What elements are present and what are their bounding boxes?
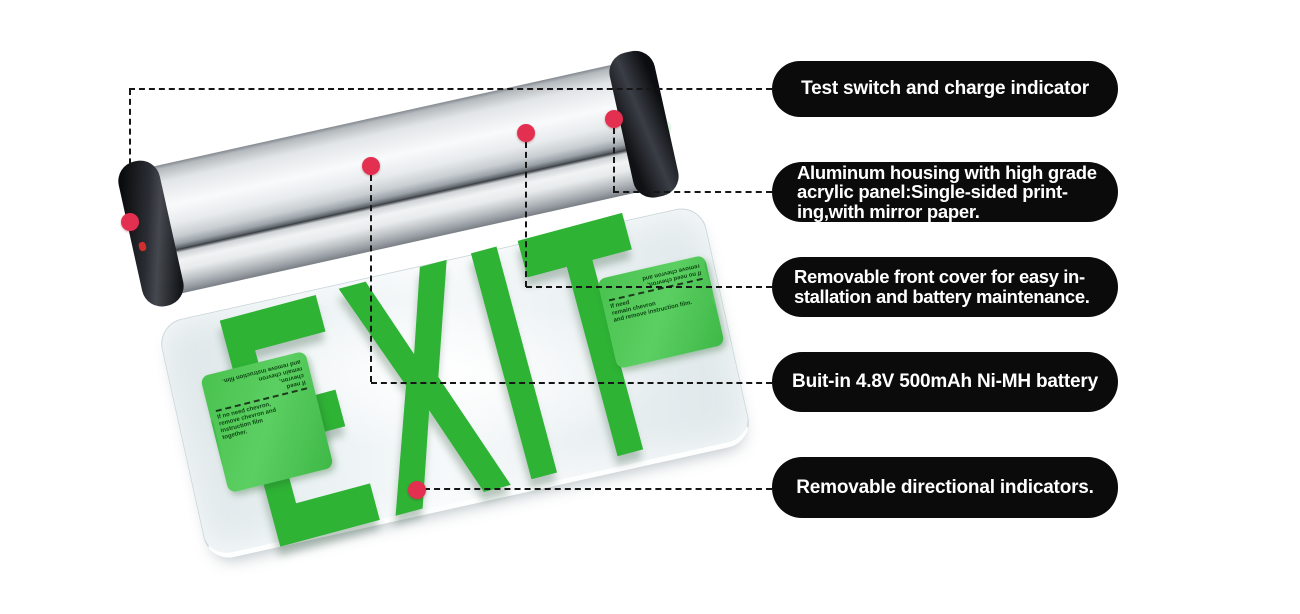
callout-line: ing,with mirror paper. <box>797 200 980 222</box>
marker-dot-battery <box>362 157 380 175</box>
marker-dot-test-switch <box>121 213 139 231</box>
callout-front-cover: Removable front cover for easy in- stall… <box>772 257 1118 317</box>
leader-line-front-cover-vertical <box>525 142 527 287</box>
callout-directional-indicators: Removable directional indicators. <box>772 457 1118 518</box>
callout-line: Aluminum housing with high grade <box>797 161 1097 183</box>
leader-line-housing-vertical <box>613 128 615 192</box>
leader-line-indicators-horizontal <box>424 488 772 490</box>
marker-dot-directional-indicator <box>408 481 426 499</box>
callout-line: Buit-in 4.8V 500mAh Ni-MH battery <box>792 371 1098 392</box>
callout-aluminum-housing: Aluminum housing with high grade acrylic… <box>772 162 1118 222</box>
marker-dot-front-cover <box>517 124 535 142</box>
leader-line-battery-horizontal <box>371 382 772 384</box>
marker-dot-housing <box>605 110 623 128</box>
callout-battery: Buit-in 4.8V 500mAh Ni-MH battery <box>772 352 1118 412</box>
leader-line-battery-vertical <box>370 175 372 382</box>
callout-test-switch: Test switch and charge indicator <box>772 61 1118 117</box>
callout-line: Test switch and charge indicator <box>801 78 1089 99</box>
callout-line: Removable front cover for easy in- <box>794 265 1085 287</box>
leader-line-test-switch-vertical <box>129 89 131 214</box>
leader-line-housing-horizontal <box>613 191 772 193</box>
callout-line: acrylic panel:Single-sided print- <box>797 181 1068 203</box>
callout-line: stallation and battery maintenance. <box>794 286 1090 307</box>
leader-line-front-cover-horizontal <box>526 286 772 288</box>
callout-line: Removable directional indicators. <box>796 476 1094 498</box>
leader-line-test-switch-horizontal <box>129 88 772 90</box>
